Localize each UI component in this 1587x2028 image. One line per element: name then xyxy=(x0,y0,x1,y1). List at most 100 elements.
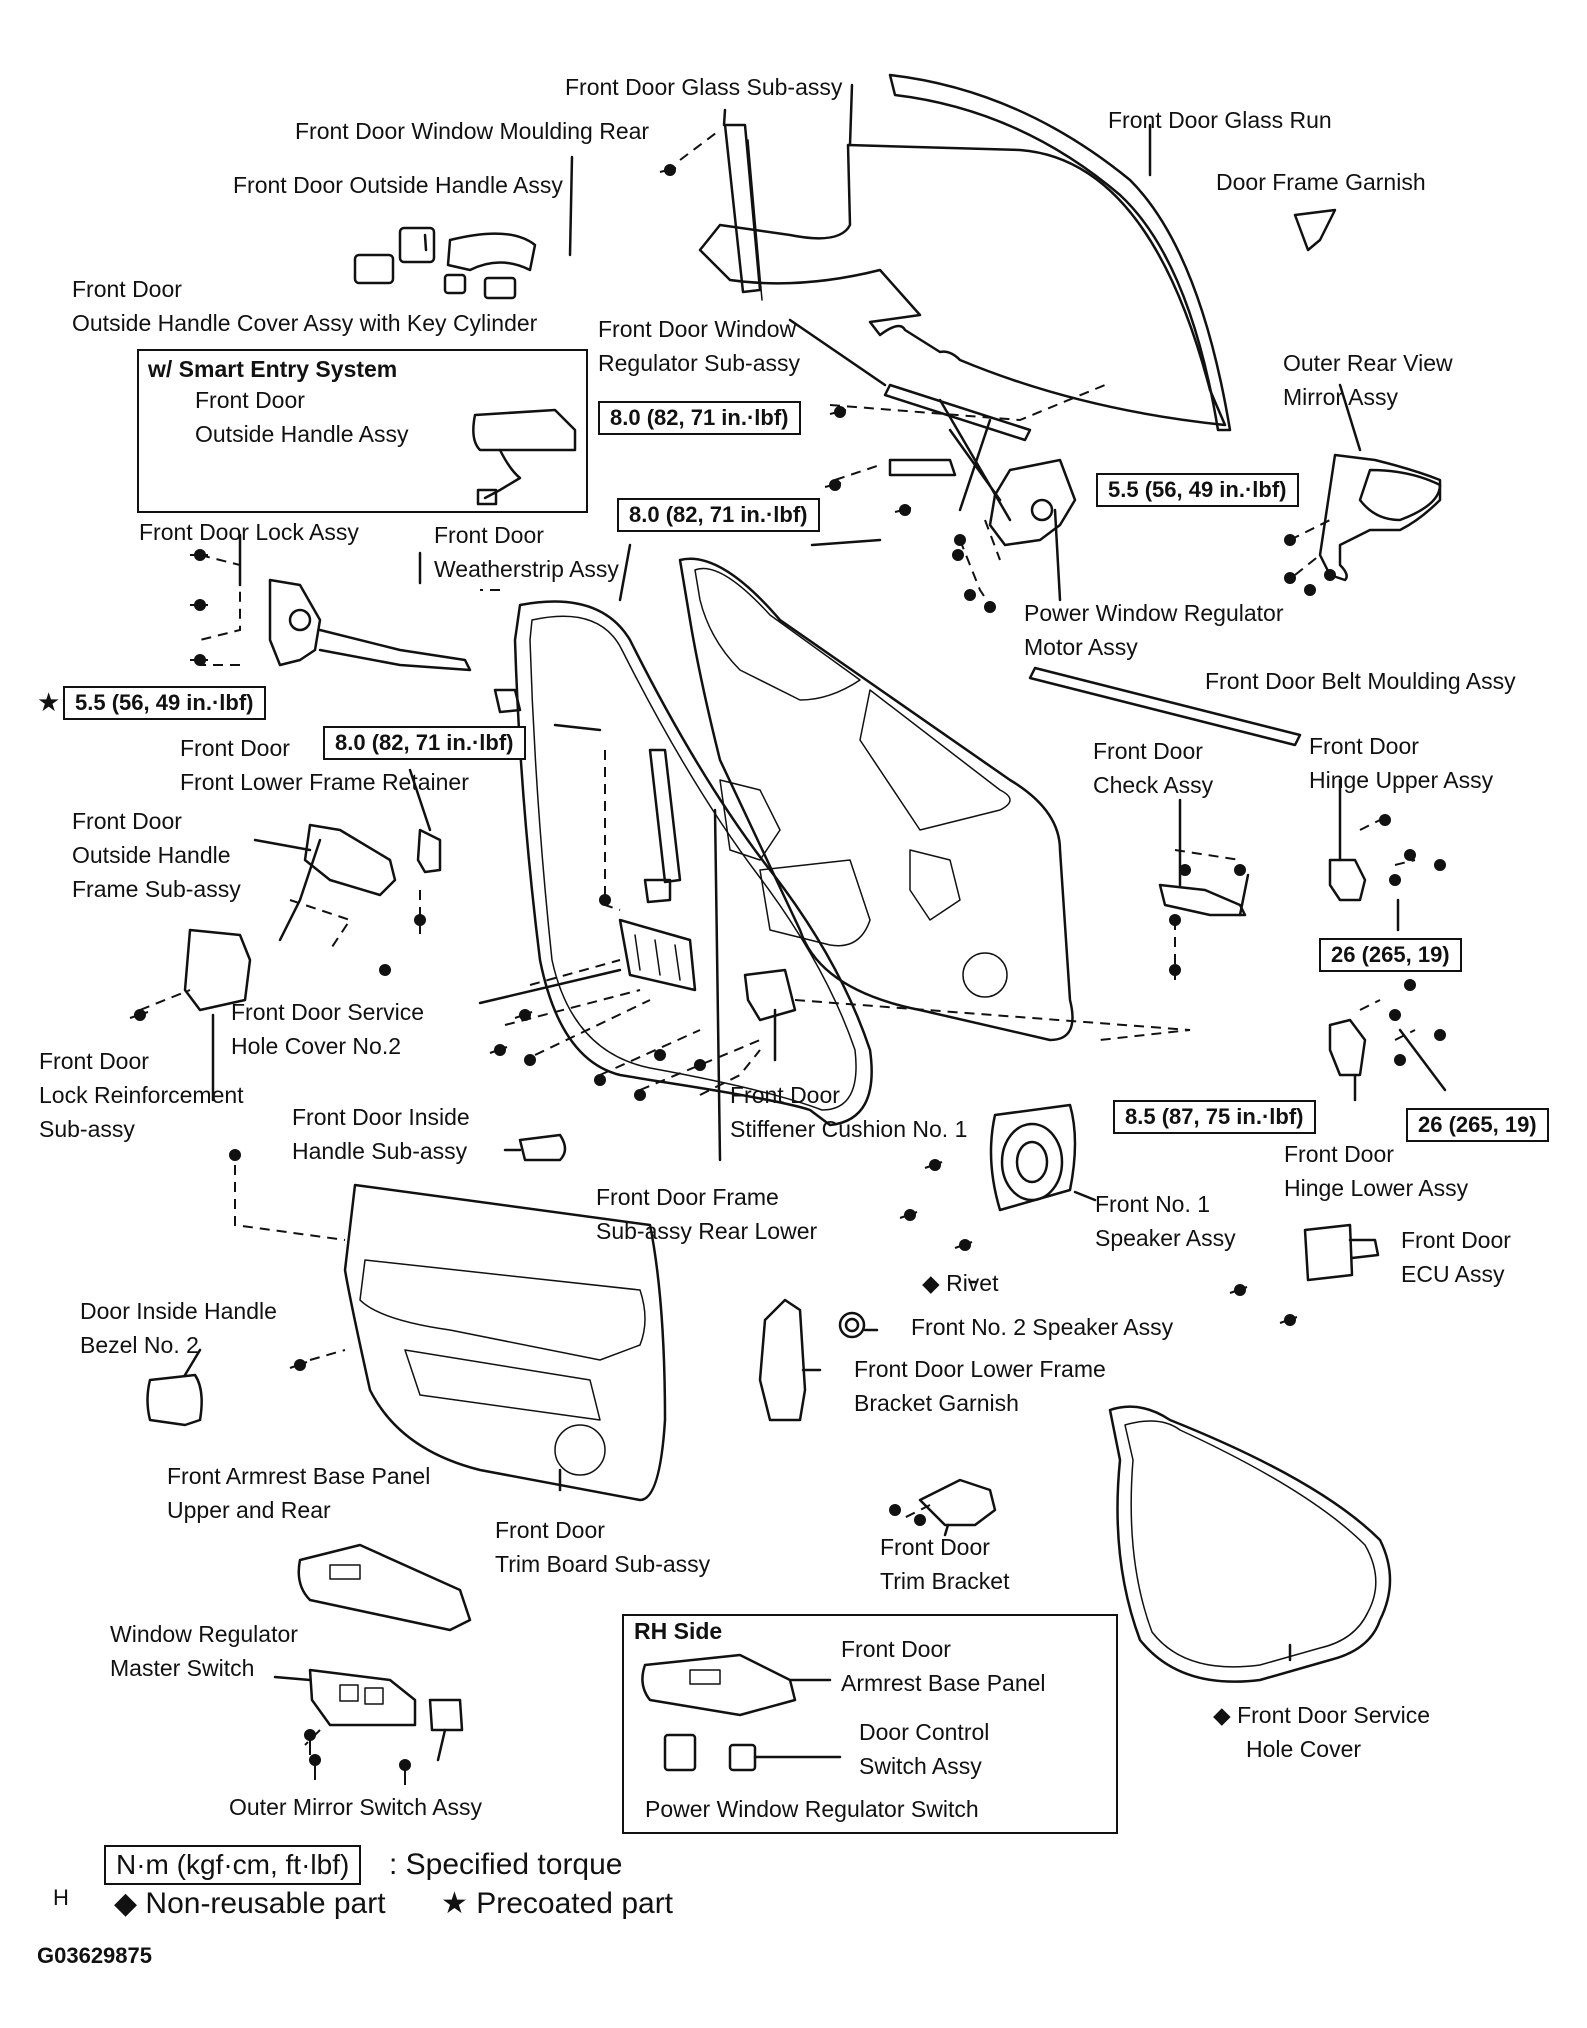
label-mirror-switch: Outer Mirror Switch Assy xyxy=(229,1794,483,1820)
label-rivet: ◆ Rivet xyxy=(922,1270,999,1296)
precoated-star-icon: ★ xyxy=(37,687,61,717)
smart-entry-title: w/ Smart Entry System xyxy=(148,356,398,382)
check-assy-part xyxy=(1158,883,1247,917)
label-mirror-2: Mirror Assy xyxy=(1283,384,1398,410)
outer-mirror-part xyxy=(1318,453,1442,582)
outside-handle-part xyxy=(446,232,537,272)
label-check-assy-2: Check Assy xyxy=(1093,772,1214,798)
label-hinge-lower-2: Hinge Lower Assy xyxy=(1284,1175,1469,1201)
outside-handle-frame-part xyxy=(303,823,397,897)
label-weatherstrip-1: Front Door xyxy=(434,522,544,548)
label-hinge-upper-1: Front Door xyxy=(1309,733,1419,759)
label-inside-handle-2: Handle Sub-assy xyxy=(292,1138,468,1164)
rh-armrest-1: Front Door xyxy=(841,1636,951,1662)
trim-bracket-part xyxy=(918,1478,997,1527)
legend-torque-unit: N·m (kgf·cm, ft·lbf) xyxy=(104,1845,362,1885)
lock-assy-part xyxy=(268,578,322,667)
label-service-hole-cover-1: ◆ Front Door Service xyxy=(1213,1702,1431,1728)
rh-door-control-1: Door Control xyxy=(859,1719,990,1745)
label-door-frame-garnish: Door Frame Garnish xyxy=(1216,169,1426,195)
service-hole-cover-part xyxy=(1108,1405,1392,1683)
label-belt-moulding: Front Door Belt Moulding Assy xyxy=(1205,668,1516,694)
label-window-moulding-rear: Front Door Window Moulding Rear xyxy=(295,118,650,144)
label-bracket-garnish-1: Front Door Lower Frame xyxy=(854,1356,1106,1382)
window-regulator-part xyxy=(883,383,1032,442)
label-window-regulator-2: Regulator Sub-assy xyxy=(598,350,800,376)
legend-torque-desc: : Specified torque xyxy=(389,1848,623,1881)
service-hole-cover2-part xyxy=(618,918,697,992)
legend-nonreusable: ◆ Non-reusable part xyxy=(114,1887,386,1920)
ecu-part xyxy=(1303,1223,1354,1282)
torque-regulator-lower: 8.0 (82, 71 in.·lbf) xyxy=(617,498,820,532)
label-handle-frame-2: Outside Handle xyxy=(72,842,231,868)
label-master-switch-1: Window Regulator xyxy=(110,1621,298,1647)
label-service-hole-cover-2: Hole Cover xyxy=(1246,1736,1362,1762)
label-master-switch-2: Master Switch xyxy=(110,1655,255,1681)
label-stiffener-1: Front Door xyxy=(730,1082,840,1108)
torque-hinge-upper: 26 (265, 19) xyxy=(1319,938,1462,972)
torque-regulator-upper: 8.0 (82, 71 in.·lbf) xyxy=(598,401,801,435)
label-speaker1-1: Front No. 1 xyxy=(1095,1191,1211,1217)
label-service-hole-cover2-2: Hole Cover No.2 xyxy=(231,1033,402,1059)
rh-pw-switch: Power Window Regulator Switch xyxy=(645,1796,979,1822)
label-lock-reinf-1: Front Door xyxy=(39,1048,149,1074)
label-handle-frame-3: Frame Sub-assy xyxy=(72,876,241,902)
stiffener-cushion-part xyxy=(743,968,797,1022)
label-glass-run: Front Door Glass Run xyxy=(1108,107,1332,133)
label-window-regulator-1: Front Door Window xyxy=(598,316,797,342)
master-switch-part xyxy=(308,1668,417,1727)
glass-part xyxy=(698,143,1227,427)
label-lock-reinf-3: Sub-assy xyxy=(39,1116,135,1142)
label-ecu-1: Front Door xyxy=(1401,1227,1511,1253)
label-lower-frame-retainer-2: Front Lower Frame Retainer xyxy=(180,769,469,795)
label-frame-rear-lower-1: Front Door Frame xyxy=(596,1184,779,1210)
label-trim-board-2: Trim Board Sub-assy xyxy=(495,1551,711,1577)
torque-check-assy: 8.5 (87, 75 in.·lbf) xyxy=(1113,1100,1316,1134)
label-check-assy-1: Front Door xyxy=(1093,738,1203,764)
legend-precoated: ★ Precoated part xyxy=(441,1887,674,1920)
label-glass-sub-assy: Front Door Glass Sub-assy xyxy=(565,74,843,100)
label-trim-board-1: Front Door xyxy=(495,1517,605,1543)
label-trim-bracket-1: Front Door xyxy=(880,1534,990,1560)
label-bracket-garnish-2: Bracket Garnish xyxy=(854,1390,1019,1416)
bracket-garnish-part xyxy=(758,1298,807,1422)
label-inside-handle-1: Front Door Inside xyxy=(292,1104,470,1130)
torque-lock-assy: 5.5 (56, 49 in.·lbf) xyxy=(63,686,266,720)
figure-code: G03629875 xyxy=(37,1943,152,1968)
label-lock-assy: Front Door Lock Assy xyxy=(139,519,359,545)
door-panel-part xyxy=(678,557,1074,1042)
label-bezel-1: Door Inside Handle xyxy=(80,1298,277,1324)
mirror-switch-part xyxy=(428,1698,464,1732)
armrest-part xyxy=(297,1543,472,1632)
glass-run-part xyxy=(888,73,1232,432)
label-speaker1-2: Speaker Assy xyxy=(1095,1225,1236,1251)
label-speaker2: Front No. 2 Speaker Assy xyxy=(911,1314,1174,1340)
moulding-rear-part xyxy=(723,123,762,294)
rh-door-control-2: Switch Assy xyxy=(859,1753,982,1779)
speaker2-part xyxy=(838,1311,866,1339)
label-bezel-2: Bezel No. 2 xyxy=(80,1332,199,1358)
torque-weatherstrip: 8.0 (82, 71 in.·lbf) xyxy=(323,726,526,760)
label-armrest-2: Upper and Rear xyxy=(167,1497,331,1523)
smart-entry-label-1: Front Door xyxy=(195,387,305,413)
label-trim-bracket-2: Trim Bracket xyxy=(880,1568,1010,1594)
h-mark: H xyxy=(53,1885,69,1910)
label-armrest-1: Front Armrest Base Panel xyxy=(167,1463,431,1489)
lock-reinforcement-part xyxy=(183,928,252,1012)
label-handle-frame-1: Front Door xyxy=(72,808,182,834)
bezel-part xyxy=(146,1373,203,1427)
torque-mirror: 5.5 (56, 49 in.·lbf) xyxy=(1096,473,1299,507)
hinge-lower-part xyxy=(1328,1018,1367,1077)
weatherstrip-part xyxy=(513,600,873,1127)
label-weatherstrip-2: Weatherstrip Assy xyxy=(434,556,619,582)
label-handle-cover-2: Outside Handle Cover Assy with Key Cylin… xyxy=(72,310,538,336)
smart-entry-label-2: Outside Handle Assy xyxy=(195,421,409,447)
rh-armrest-2: Armrest Base Panel xyxy=(841,1670,1046,1696)
regulator-rail-part xyxy=(648,748,682,884)
label-pw-motor-2: Motor Assy xyxy=(1024,634,1138,660)
label-service-hole-cover2-1: Front Door Service xyxy=(231,999,425,1025)
lower-frame-retainer-part xyxy=(416,828,442,874)
rh-side-title: RH Side xyxy=(634,1618,723,1644)
belt-moulding-part xyxy=(1028,666,1302,747)
